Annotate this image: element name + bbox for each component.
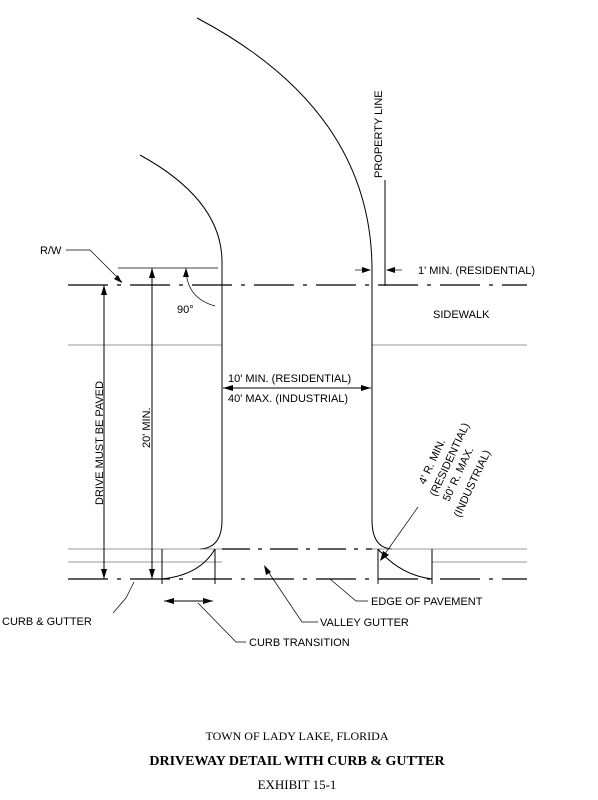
curb-gutter-label: CURB & GUTTER — [2, 616, 92, 628]
curb-transition-label: CURB TRANSITION — [249, 637, 350, 649]
town-title: TOWN OF LADY LAKE, FLORIDA — [206, 729, 389, 743]
forty-ft-max-label: 40' MAX. (INDUSTRIAL) — [228, 393, 348, 405]
angle-label: 90° — [177, 304, 194, 316]
ten-ft-min-label: 10' MIN. (RESIDENTIAL) — [228, 373, 351, 385]
transition-right-curve — [377, 548, 433, 580]
rw-label: R/W — [40, 245, 62, 257]
edge-pavement-leader — [329, 578, 368, 602]
twenty-ft-label: 20' MIN. — [141, 407, 153, 448]
driveway-left-edge — [199, 345, 223, 550]
sidewalk-label: SIDEWALK — [433, 309, 490, 321]
right-curb-arc — [196, 17, 373, 345]
angle-arc — [185, 267, 216, 307]
rw-leader — [66, 249, 123, 283]
radius-leader — [381, 506, 419, 559]
one-ft-min-label: 1' MIN. (RESIDENTIAL) — [418, 265, 535, 277]
exhibit-number: EXHIBIT 15-1 — [258, 777, 337, 792]
driveway-right-edge — [371, 345, 393, 550]
curb-transition-leader — [197, 602, 246, 643]
drive-paved-label: DRIVE MUST BE PAVED — [94, 381, 106, 505]
curb-gutter-leader — [112, 581, 135, 614]
transition-left-curve — [161, 548, 216, 580]
property-line-label: PROPERTY LINE — [373, 90, 385, 178]
edge-pavement-label: EDGE OF PAVEMENT — [371, 596, 483, 608]
left-curb-arc — [139, 154, 223, 345]
drawing-title: DRIVEWAY DETAIL WITH CURB & GUTTER — [149, 754, 445, 769]
valley-gutter-leader — [264, 566, 318, 623]
valley-gutter-label: VALLEY GUTTER — [320, 617, 409, 629]
